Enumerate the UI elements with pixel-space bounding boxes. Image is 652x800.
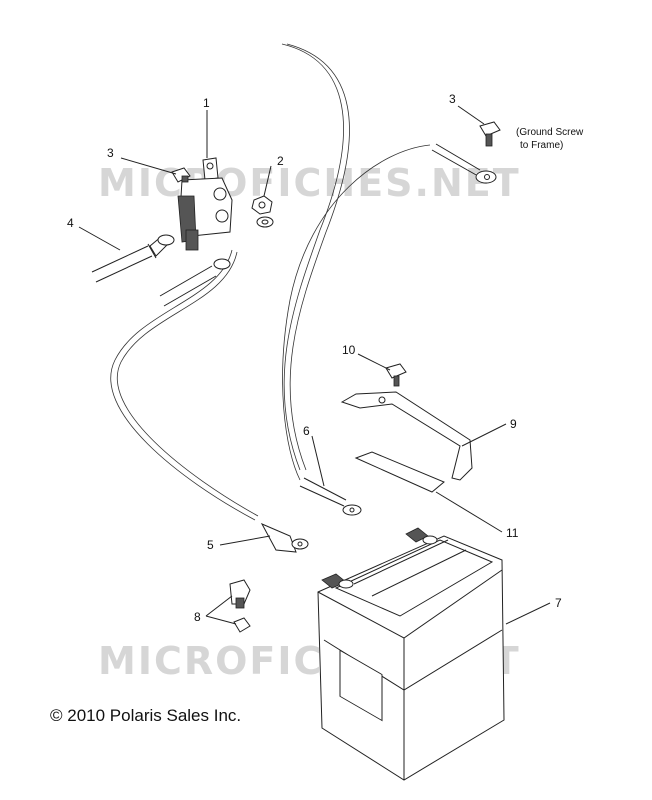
bolt-washer-8 [229,579,251,633]
battery [317,527,505,781]
ground-screw [479,121,501,147]
ground-note-line2: to Frame) [520,140,563,151]
ground-cable-end [431,143,497,184]
cable-solenoid [159,258,231,307]
ground-note-line1: (Ground Screw [516,127,584,138]
cable-6-terminal [299,477,362,516]
callout-2: 2 [277,154,284,168]
bolt-10 [385,363,407,387]
callout-8: 8 [194,610,201,624]
callout-4: 4 [67,216,74,230]
callout-6: 6 [303,424,310,438]
battery-pad [354,451,445,493]
bolt-solenoid [171,167,191,183]
leader-lines [78,105,551,625]
callout-9: 9 [510,417,517,431]
callout-3-right: 3 [449,92,456,106]
copyright: © 2010 Polaris Sales Inc. [50,706,241,725]
callout-11: 11 [506,526,519,540]
callout-7: 7 [555,596,562,610]
battery-bracket [340,391,473,481]
callout-1: 1 [203,96,210,110]
solenoid-assembly [177,157,233,251]
watermark-top: MICROFICHES.NET [98,161,521,205]
callout-3-left: 3 [107,146,114,160]
cable-ground [282,144,431,481]
cable-4 [91,234,175,283]
callout-5: 5 [207,538,214,552]
cable-loop [110,249,259,521]
cable-long-right [281,43,350,471]
callout-10: 10 [342,343,356,357]
cable-5-terminal [260,522,309,553]
nuts [251,195,274,228]
